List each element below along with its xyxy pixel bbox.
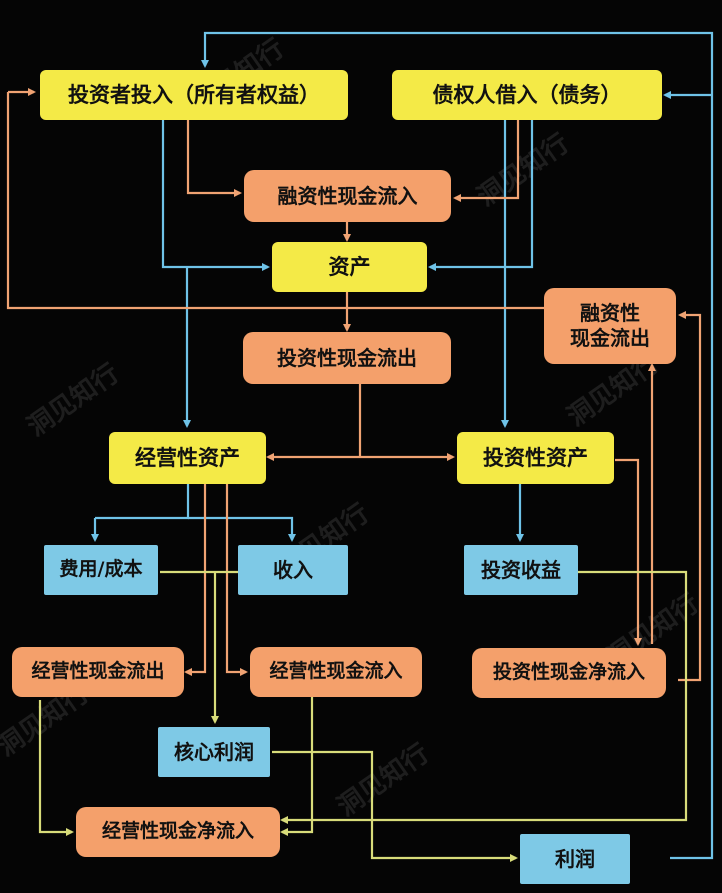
investor-input-node: 投资者投入（所有者权益）	[40, 70, 348, 120]
financing-outflow-node: 融资性 现金流出	[544, 288, 676, 364]
revenue-node: 收入	[238, 545, 348, 595]
operating-net-inflow-node: 经营性现金净流入	[76, 807, 280, 857]
expense-cost-node: 费用/成本	[44, 545, 158, 595]
operating-assets-node: 经营性资产	[109, 432, 266, 484]
investing-assets-node: 投资性资产	[457, 432, 614, 484]
investment-income-node: 投资收益	[464, 545, 578, 595]
investing-outflow-node: 投资性现金流出	[243, 332, 451, 384]
profit-node: 利润	[520, 834, 630, 884]
financing-inflow-node: 融资性现金流入	[244, 170, 451, 222]
assets-node: 资产	[272, 242, 427, 292]
creditor-borrow-node: 债权人借入（债务）	[392, 70, 662, 120]
operating-inflow-node: 经营性现金流入	[250, 647, 422, 697]
financing-outflow-line1: 融资性	[580, 301, 640, 325]
investing-net-inflow-node: 投资性现金净流入	[472, 648, 666, 698]
financing-outflow-line2: 现金流出	[570, 326, 650, 350]
operating-outflow-node: 经营性现金流出	[12, 647, 184, 697]
core-profit-node: 核心利润	[158, 727, 270, 777]
